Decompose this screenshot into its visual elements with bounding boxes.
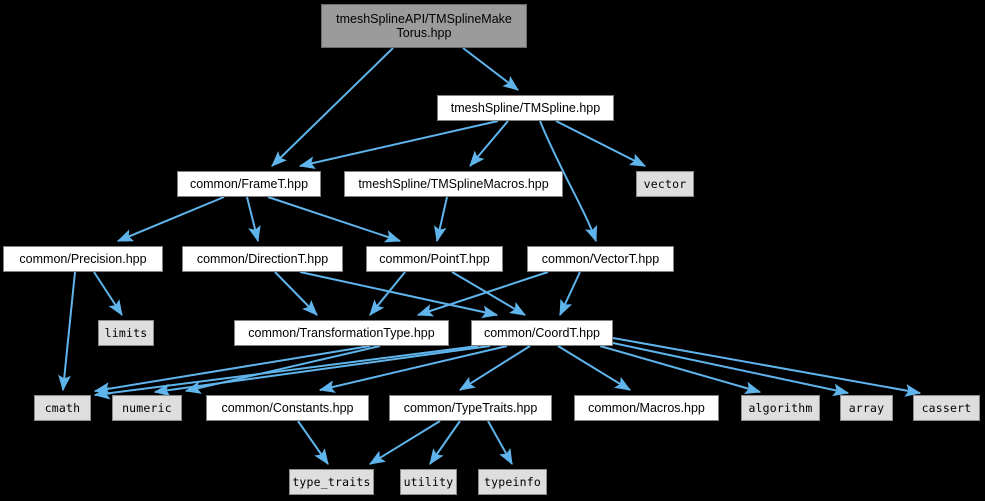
edge-coordt-to-macrosh xyxy=(557,345,632,391)
node-label: common/VectorT.hpp xyxy=(541,252,660,266)
node-label: typeinfo xyxy=(484,474,541,489)
node-typeinfo[interactable]: typeinfo xyxy=(478,469,547,495)
node-label: numeric xyxy=(122,400,172,415)
edge-framet-to-precision xyxy=(116,196,225,242)
node-cmath[interactable]: cmath xyxy=(34,395,91,421)
node-label: cassert xyxy=(921,400,972,415)
node-label: cmath xyxy=(44,400,81,415)
edge-typetraits-to-typeinfo xyxy=(487,420,513,466)
edge-transtype-to-cmath xyxy=(93,345,371,395)
node-label: common/Macros.hpp xyxy=(588,401,705,415)
edge-directiont-to-transtype xyxy=(274,271,318,316)
node-constants[interactable]: common/Constants.hpp xyxy=(206,395,369,421)
node-numeric[interactable]: numeric xyxy=(112,395,182,421)
edge-framet-to-pointt xyxy=(267,196,402,243)
node-label: common/PointT.hpp xyxy=(379,252,490,266)
edge-precision-to-limits xyxy=(93,271,123,317)
node-framet[interactable]: common/FrameT.hpp xyxy=(177,171,321,197)
node-precision[interactable]: common/Precision.hpp xyxy=(3,246,163,272)
node-array[interactable]: array xyxy=(840,395,893,421)
node-label: common/TransformationType.hpp xyxy=(248,326,435,340)
edge-precision-to-cmath xyxy=(58,271,76,392)
node-utility[interactable]: utility xyxy=(400,469,457,495)
node-label: tmeshSpline/TMSplineMacros.hpp xyxy=(358,177,549,191)
edge-framet-to-directiont xyxy=(246,196,261,243)
node-label: array xyxy=(848,400,885,415)
node-directiont[interactable]: common/DirectionT.hpp xyxy=(182,246,343,272)
edge-root-to-tmspline xyxy=(462,47,519,91)
edge-coordt-to-numeric xyxy=(153,345,491,397)
node-label: limits xyxy=(104,325,148,340)
edges xyxy=(58,47,922,466)
edge-tmspline-to-vectort xyxy=(539,120,598,243)
edge-pointt-to-coordt xyxy=(451,271,527,316)
node-transtype[interactable]: common/TransformationType.hpp xyxy=(234,320,449,346)
edge-coordt-to-algorithm xyxy=(599,345,762,395)
node-label: type_traits xyxy=(292,474,371,489)
edge-coordt-to-cmath xyxy=(93,345,479,400)
edge-directiont-to-coordt xyxy=(299,271,499,319)
node-label: tmeshSplineAPI/TMSplineMake Torus.hpp xyxy=(336,12,512,40)
edge-coordt-to-cassert xyxy=(612,337,922,397)
node-pointt[interactable]: common/PointT.hpp xyxy=(366,246,503,272)
node-type_traits[interactable]: type_traits xyxy=(289,469,374,495)
edge-coordt-to-array xyxy=(612,342,850,397)
node-label: tmeshSpline/TMSpline.hpp xyxy=(450,101,601,115)
node-cassert[interactable]: cassert xyxy=(913,395,980,421)
edge-coordt-to-typetraits xyxy=(458,345,531,391)
edge-typetraits-to-type_traits xyxy=(368,420,441,465)
edge-vectort-to-transtype xyxy=(416,271,549,317)
edge-tmspline-to-macros xyxy=(469,120,509,167)
edge-typetraits-to-utility xyxy=(429,420,461,465)
node-label: common/Precision.hpp xyxy=(19,252,147,266)
node-typetraits[interactable]: common/TypeTraits.hpp xyxy=(389,395,552,421)
node-tmspline[interactable]: tmeshSpline/TMSpline.hpp xyxy=(437,95,614,121)
edge-root-to-framet xyxy=(271,47,394,167)
node-coordt[interactable]: common/CoordT.hpp xyxy=(471,320,613,346)
node-macrosh[interactable]: common/Macros.hpp xyxy=(574,395,719,421)
node-label: utility xyxy=(403,474,454,489)
node-label: common/TypeTraits.hpp xyxy=(403,401,538,415)
node-limits[interactable]: limits xyxy=(98,320,154,346)
node-label: common/DirectionT.hpp xyxy=(196,252,329,266)
edge-tmspline-to-framet xyxy=(298,120,499,169)
node-macros[interactable]: tmeshSpline/TMSplineMacros.hpp xyxy=(344,171,563,197)
node-label: algorithm xyxy=(748,400,813,415)
edge-pointt-to-transtype xyxy=(369,271,406,316)
node-label: vector xyxy=(643,176,687,191)
node-label: common/FrameT.hpp xyxy=(189,177,309,191)
node-label: common/Constants.hpp xyxy=(221,401,354,415)
node-vectort[interactable]: common/VectorT.hpp xyxy=(527,246,674,272)
node-label: common/CoordT.hpp xyxy=(483,326,601,340)
edge-vectort-to-coordt xyxy=(559,271,581,317)
edge-coordt-to-constants xyxy=(318,345,508,393)
node-algorithm[interactable]: algorithm xyxy=(741,395,820,421)
edge-macros-to-pointt xyxy=(434,196,448,243)
edge-tmspline-to-vector xyxy=(555,120,647,167)
node-vector[interactable]: vector xyxy=(636,171,694,197)
node-root[interactable]: tmeshSplineAPI/TMSplineMake Torus.hpp xyxy=(321,4,527,48)
edge-constants-to-type_traits xyxy=(297,420,329,465)
